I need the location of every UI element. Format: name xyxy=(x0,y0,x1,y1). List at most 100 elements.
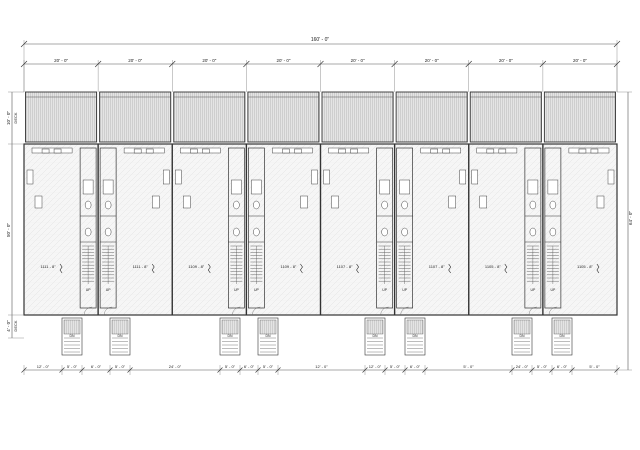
porch-landing xyxy=(406,319,424,335)
vanity xyxy=(102,179,114,195)
refrigerator xyxy=(459,169,466,185)
entry-stair: DN xyxy=(257,317,279,356)
kitchen-counter xyxy=(123,147,165,154)
dimension-tick xyxy=(569,367,575,373)
stair-up-label: UP xyxy=(530,288,536,292)
refrigerator xyxy=(607,169,615,185)
dining-table xyxy=(300,195,308,209)
range xyxy=(53,148,62,154)
door-swing xyxy=(252,306,261,316)
dimension-tick xyxy=(539,60,547,68)
porch-down-label: DN xyxy=(559,334,565,338)
bottom-dimension-label: 6' - 0" xyxy=(91,364,102,369)
bottom-dimension-label: 24' - 0" xyxy=(169,364,182,369)
door-swing xyxy=(528,306,537,316)
north-marker xyxy=(356,263,359,274)
range xyxy=(350,148,358,154)
sink xyxy=(430,148,438,154)
porch-down-label: DN xyxy=(117,334,123,338)
bottom-dimension-label: 6' - 0" xyxy=(410,364,421,369)
unit-area-label: 1109 - 8" xyxy=(281,264,297,269)
dimension-tick xyxy=(237,367,243,373)
bottom-dimension-label: 24' - 0" xyxy=(516,364,529,369)
bottom-dimension-label: 5' - 0" xyxy=(115,364,126,369)
unit-area-label: 1109 - 8" xyxy=(188,264,204,269)
rear-deck xyxy=(321,91,394,143)
left-depth-dimensions: 10' - 0" DECK 50' - 0" 4' - 0" DECK xyxy=(6,91,24,339)
dimension-tick xyxy=(94,60,102,68)
north-marker xyxy=(504,263,508,274)
entry-stair: DN xyxy=(511,317,533,356)
sink xyxy=(338,148,346,154)
sink xyxy=(578,148,587,154)
bottom-dimension-label: 5' - 0" xyxy=(463,364,474,369)
porch-landing xyxy=(366,319,384,335)
north-marker xyxy=(596,263,600,274)
dimension-tick xyxy=(255,367,261,373)
dimension-tick xyxy=(169,60,176,68)
toilet xyxy=(104,227,112,237)
bottom-dimension-label: 5' - 0" xyxy=(225,364,236,369)
deck-side-label: DECK xyxy=(13,112,18,123)
door-swing xyxy=(548,306,557,316)
dining-table xyxy=(448,195,456,209)
dimension-tick xyxy=(465,60,472,68)
stair-up-label: UP xyxy=(382,288,388,292)
overall-depth-label: 64' - 0" xyxy=(628,211,633,225)
stair-up-label: UP xyxy=(106,288,112,292)
unit-area-label: 1111 - 8" xyxy=(133,264,149,269)
refrigerator xyxy=(163,169,170,185)
refrigerator xyxy=(471,169,478,185)
unit-width-label: 20' - 0" xyxy=(499,58,513,63)
stair-up-label: UP xyxy=(550,288,556,292)
bottom-dimension-label: 5' - 0" xyxy=(390,364,401,369)
north-marker xyxy=(300,263,303,274)
dimension-tick xyxy=(79,367,85,373)
right-depth-dimension: 64' - 0" xyxy=(617,91,633,371)
porch-down-label: DN xyxy=(265,334,271,338)
entry-stair: DN xyxy=(551,317,573,356)
bottom-dimension-label: 5' - 0" xyxy=(537,364,548,369)
range xyxy=(202,148,210,154)
refrigerator xyxy=(175,169,182,185)
porch-landing xyxy=(553,319,571,335)
porch-depth-label: 4' - 0" xyxy=(6,320,11,332)
unit: UP 1107 - 8" xyxy=(323,147,393,316)
stair-up-label: UP xyxy=(234,288,240,292)
unit-area-label: 1107 - 8" xyxy=(337,264,353,269)
kitchen-counter xyxy=(568,147,610,154)
unit: UP 1109 - 8" xyxy=(248,147,318,316)
bottom-dimension-label: 5' - 0" xyxy=(589,364,600,369)
door-swing xyxy=(103,306,113,316)
rear-deck xyxy=(395,91,468,143)
unit-width-label: 20' - 0" xyxy=(573,58,587,63)
dimension-tick xyxy=(20,60,28,68)
unit-width-label: 20' - 0" xyxy=(425,58,439,63)
kitchen-counter xyxy=(328,147,369,154)
deck-depth-label: 10' - 0" xyxy=(6,111,11,125)
stair-up-label: UP xyxy=(254,288,260,292)
vanity xyxy=(527,179,539,195)
toilet xyxy=(233,200,240,210)
toilet xyxy=(529,200,537,210)
dimension-tick xyxy=(127,367,133,373)
bottom-dimension-label: 6' - 0" xyxy=(557,364,568,369)
porch-landing xyxy=(221,319,239,335)
dimension-tick xyxy=(382,367,388,373)
rear-deck xyxy=(469,91,542,143)
toilet xyxy=(233,227,240,237)
dining-table xyxy=(183,195,191,209)
porch-landing xyxy=(259,319,277,335)
dimension-tick xyxy=(529,367,535,373)
rear-deck xyxy=(247,91,320,143)
rear-deck xyxy=(543,91,616,143)
sink xyxy=(41,148,50,154)
dimension-tick xyxy=(509,367,515,373)
porch-down-label: DN xyxy=(412,334,418,338)
kitchen-counter xyxy=(420,147,461,154)
porch-landing xyxy=(63,319,81,335)
toilet xyxy=(529,227,537,237)
